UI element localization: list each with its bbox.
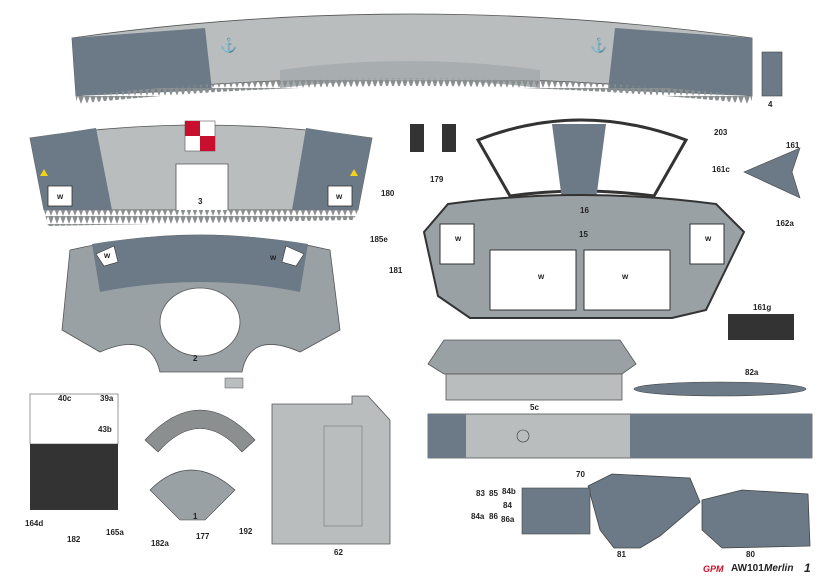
label-part-179: 179 <box>430 175 444 184</box>
page-number: 1 <box>804 561 811 575</box>
label-part-164d: 164d <box>25 519 44 528</box>
label-part-39a: 39a <box>100 394 114 403</box>
window-mark: w <box>538 272 545 281</box>
label-part-182: 182 <box>67 535 81 544</box>
decal-sheet <box>29 393 119 510</box>
window-mark: w <box>455 234 462 243</box>
label-part-4: 4 <box>768 100 773 109</box>
label-part-40c: 40c <box>58 394 72 403</box>
label-part-165a: 165a <box>106 528 124 537</box>
part-5c <box>427 339 637 401</box>
label-part-15: 15 <box>579 230 588 239</box>
label-part-86a: 86a <box>501 515 515 524</box>
label-part-82a: 82a <box>745 368 759 377</box>
window-mark: w <box>705 234 712 243</box>
label-part-182a: 182a <box>151 539 169 548</box>
window-mark: w <box>622 272 629 281</box>
label-part-16: 16 <box>580 206 589 215</box>
part-2 <box>61 234 341 373</box>
part-179 <box>410 124 456 152</box>
part-3 <box>29 120 373 226</box>
label-part-43b: 43b <box>98 425 112 434</box>
label-part-203: 203 <box>714 128 728 137</box>
part-4: ⚓ ⚓ <box>71 13 783 104</box>
label-part-83: 83 <box>476 489 485 498</box>
label-part-161: 161 <box>786 141 800 150</box>
label-part-161c: 161c <box>712 165 730 174</box>
label-part-3: 3 <box>198 197 203 206</box>
part-70 <box>427 413 813 459</box>
label-part-85: 85 <box>489 489 498 498</box>
part-62 <box>271 395 391 545</box>
part-16 <box>475 118 689 200</box>
window-mark: w <box>104 251 111 260</box>
part-161g <box>728 314 794 340</box>
window-mark: w <box>57 192 64 201</box>
label-part-80: 80 <box>746 550 755 559</box>
part-86-panel <box>521 487 591 535</box>
label-part-2: 2 <box>193 354 198 363</box>
label-part-161g: 161g <box>753 303 772 312</box>
part-80 <box>701 489 811 549</box>
label-part-1: 1 <box>193 512 198 521</box>
part-82a <box>633 381 807 397</box>
label-part-5c: 5c <box>530 403 539 412</box>
label-part-86: 86 <box>489 512 498 521</box>
label-part-180: 180 <box>381 189 395 198</box>
label-part-162a: 162a <box>776 219 794 228</box>
label-part-81: 81 <box>617 550 626 559</box>
part-1 <box>144 377 256 521</box>
model-variant: Merlin <box>764 563 794 574</box>
label-part-185e: 185e <box>370 235 388 244</box>
part-161 <box>743 147 801 199</box>
label-part-177: 177 <box>196 532 210 541</box>
svg-text:⚓: ⚓ <box>220 37 237 54</box>
part-81 <box>587 473 701 549</box>
label-part-84b: 84b <box>502 487 516 496</box>
label-part-84a: 84a <box>471 512 485 521</box>
window-mark: w <box>336 192 343 201</box>
label-part-84: 84 <box>503 501 512 510</box>
brand-logo: GPM <box>703 564 724 574</box>
label-part-192: 192 <box>239 527 253 536</box>
label-part-70: 70 <box>576 470 585 479</box>
svg-text:⚓: ⚓ <box>590 37 607 54</box>
label-part-181: 181 <box>389 266 403 275</box>
model-name: AW101 <box>731 563 764 574</box>
window-mark: w <box>270 253 277 262</box>
part-15 <box>422 194 746 319</box>
label-part-62: 62 <box>334 548 343 557</box>
